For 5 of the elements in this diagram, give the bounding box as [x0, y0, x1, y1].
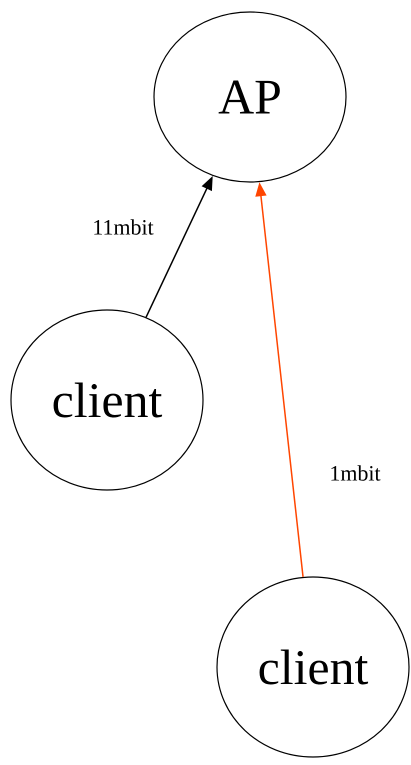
edge-label: 1mbit: [328, 464, 382, 482]
ellipse-node: client: [10, 309, 204, 491]
ellipse-node: client: [216, 576, 410, 758]
edge-label: 11mbit: [91, 218, 155, 236]
ellipse-node: AP: [153, 11, 347, 183]
